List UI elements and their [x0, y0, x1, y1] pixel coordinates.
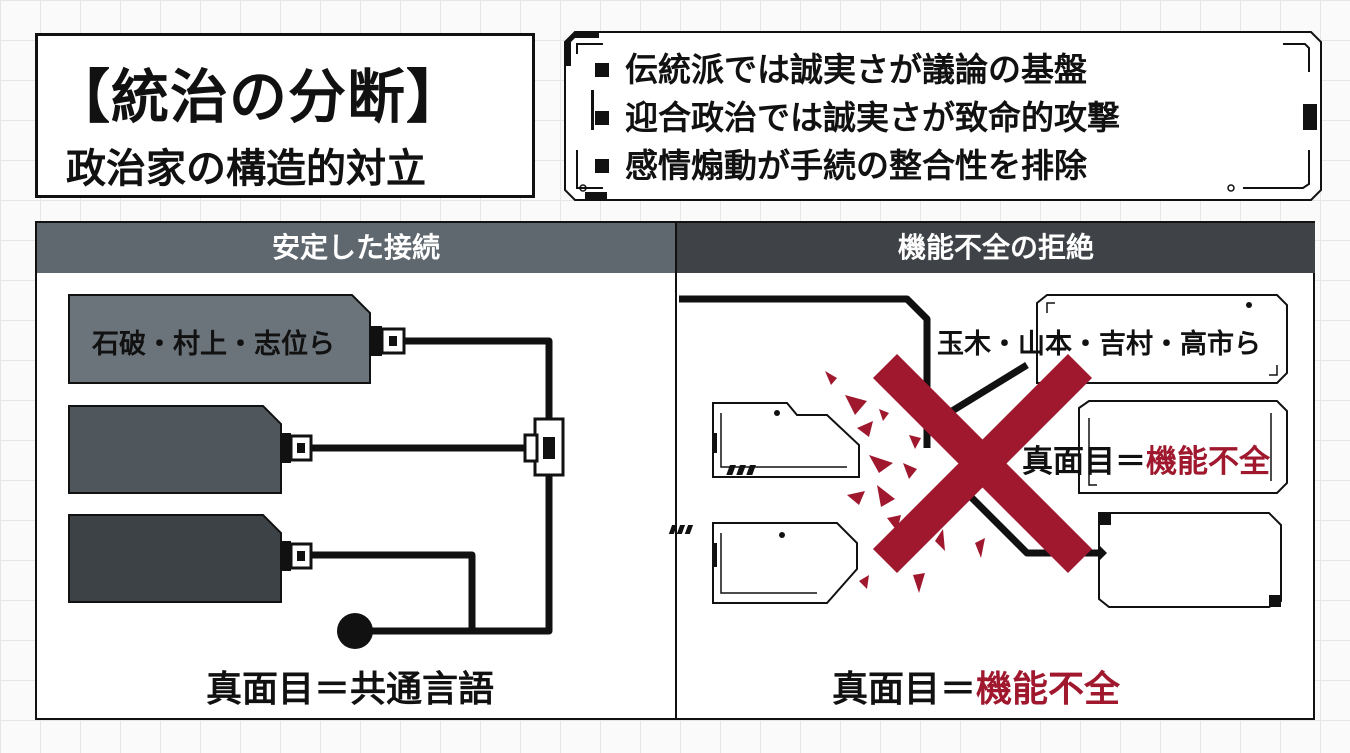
page-subtitle: 政治家の構造的対立 — [66, 146, 426, 192]
left-caption: 真面目＝共通言語 — [206, 669, 495, 710]
endpoint-dot-icon — [337, 613, 373, 649]
page-title: 【統治の分断】 — [52, 63, 466, 131]
left-panel-header: 安定した接続 — [37, 223, 675, 273]
connection-diagram — [68, 294, 1288, 649]
plug-connector-icon — [281, 541, 313, 571]
bullet-square-icon — [595, 111, 609, 125]
node-middle — [68, 405, 282, 494]
panel-divider — [675, 223, 677, 718]
right-mid-label: 真面目＝機能不全 — [1022, 444, 1270, 480]
right-node-label: 玉木・山本・吉村・高市ら — [937, 329, 1261, 360]
bullet-square-icon — [595, 63, 609, 77]
title-box: 【統治の分断】 政治家の構造的対立 — [35, 33, 535, 198]
bullet-square-icon — [595, 159, 609, 173]
bullet-box-frame — [564, 31, 1322, 201]
frame-accents — [668, 302, 1281, 607]
frame-details — [720, 302, 1278, 594]
left-wiring — [295, 337, 553, 635]
cross-x-icon — [872, 353, 1093, 574]
left-node-label: 石破・村上・志位ら — [92, 329, 335, 360]
plug-connector-icon — [370, 326, 406, 356]
comparison-panel: 安定した接続 機能不全の拒絶 — [35, 221, 1315, 720]
right-caption: 真面目＝機能不全 — [832, 669, 1121, 710]
right-panel-header: 機能不全の拒絶 — [677, 223, 1315, 273]
bullet-item: 感情煽動が手続の整合性を排除 — [595, 142, 1120, 190]
t-junction-icon — [523, 417, 565, 477]
bullet-item: 迎合政治では誠実さが致命的攻撃 — [595, 94, 1120, 142]
bullet-list: 伝統派では誠実さが議論の基盤 迎合政治では誠実さが致命的攻撃 感情煽動が手続の整… — [595, 46, 1120, 190]
bullet-item: 伝統派では誠実さが議論の基盤 — [595, 46, 1120, 94]
plug-connector-icon — [281, 433, 313, 463]
node-bottom — [68, 514, 282, 603]
right-frames — [712, 294, 1288, 608]
